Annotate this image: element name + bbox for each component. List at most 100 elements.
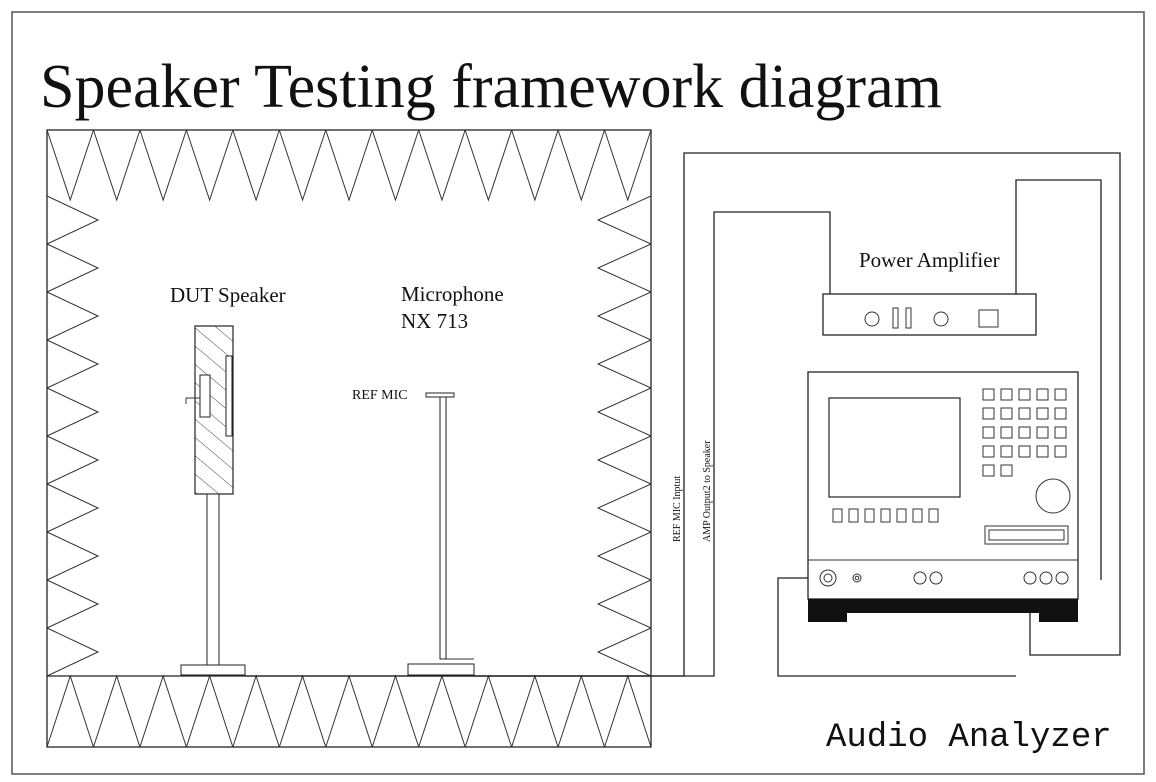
keypad-key	[1000, 426, 1013, 439]
softkey	[832, 508, 843, 523]
absorber-wedge	[557, 674, 606, 748]
absorber-wedge	[596, 243, 652, 293]
dut-speaker-stand-base	[180, 664, 246, 676]
absorber-wedge	[596, 435, 652, 485]
absorber-wedge	[92, 674, 141, 748]
audio-analyzer-label: Audio Analyzer	[826, 719, 1112, 757]
absorber-wedge	[46, 291, 100, 341]
absorber-wedge	[325, 129, 373, 202]
amp-knob-icon	[864, 311, 880, 327]
absorber-wedge	[596, 627, 652, 677]
absorber-wedge	[46, 579, 100, 629]
keypad-key	[1036, 445, 1049, 458]
dut-speaker-driver-frame	[225, 355, 233, 437]
absorber-wedge	[92, 129, 141, 202]
analyzer-foot-right	[1039, 613, 1078, 622]
amp-knob-icon-2	[933, 311, 949, 327]
analyzer-input-jack-icon	[819, 569, 837, 587]
amp-switch-icon-2	[905, 307, 912, 329]
keypad-key	[1000, 464, 1013, 477]
ref-mic-label: REF MIC	[352, 388, 408, 403]
absorber-wedge	[46, 627, 100, 677]
absorber-wedge	[232, 129, 280, 202]
softkey	[912, 508, 923, 523]
absorber-wedge	[232, 674, 280, 748]
keypad-key	[1000, 388, 1013, 401]
absorber-wedge	[46, 195, 100, 245]
absorber-wedge	[604, 129, 652, 202]
absorber-wedge	[596, 531, 652, 581]
analyzer-dial-icon	[1035, 478, 1071, 514]
softkey	[896, 508, 907, 523]
page-border	[11, 11, 1145, 775]
analyzer-disk-slot	[984, 525, 1069, 545]
absorber-wedge	[464, 129, 513, 202]
absorber-wedge	[139, 129, 187, 202]
dut-speaker-assembly: DUT Speaker	[170, 283, 286, 676]
absorber-wedge	[185, 129, 234, 202]
analyzer-foot-left	[808, 613, 847, 622]
analyzer-base	[808, 599, 1078, 613]
analyzer-small-jack-icon	[852, 573, 862, 583]
analyzer-softkeys	[832, 508, 939, 523]
anechoic-chamber	[46, 129, 652, 748]
absorber-wedge	[46, 531, 100, 581]
amp-output-cable	[245, 211, 831, 677]
absorber-wedge	[46, 674, 94, 748]
power-amplifier: Power Amplifier	[822, 248, 1037, 336]
diagram-title: Speaker Testing framework diagram	[40, 53, 942, 121]
keypad-key	[1018, 388, 1031, 401]
absorber-wedge	[418, 674, 466, 748]
analyzer-keypad	[982, 388, 1067, 477]
absorber-wedge	[139, 674, 187, 748]
keypad-key	[1036, 426, 1049, 439]
absorber-wedges-bottom	[46, 674, 652, 748]
dut-speaker-driver	[199, 374, 211, 418]
keypad-key	[1054, 388, 1067, 401]
keypad-key	[1036, 407, 1049, 420]
absorber-wedge	[46, 339, 100, 389]
keypad-key	[1000, 407, 1013, 420]
absorber-wedge	[596, 195, 652, 245]
absorber-wedge	[46, 483, 100, 533]
keypad-key	[982, 388, 995, 401]
analyzer-aux-jack-icon-2	[1039, 571, 1053, 585]
softkey	[864, 508, 875, 523]
absorber-wedge	[46, 435, 100, 485]
keypad-key	[1018, 426, 1031, 439]
softkey	[848, 508, 859, 523]
keypad-key	[982, 407, 995, 420]
keypad-key	[1000, 445, 1013, 458]
analyzer-aux-jack-icon-3	[1055, 571, 1069, 585]
absorber-wedge	[46, 387, 100, 437]
absorber-wedge	[278, 129, 327, 202]
keypad-key	[1054, 426, 1067, 439]
keypad-key	[1036, 388, 1049, 401]
power-amplifier-label: Power Amplifier	[859, 248, 1000, 272]
analyzer-input-cable	[777, 577, 1016, 677]
absorber-wedge	[604, 674, 652, 748]
power-amplifier-body	[822, 293, 1037, 336]
keypad-key	[1018, 407, 1031, 420]
keypad-key	[982, 445, 995, 458]
keypad-key	[1018, 445, 1031, 458]
softkey	[928, 508, 939, 523]
microphone-model-label: NX 713	[401, 309, 468, 333]
softkey	[880, 508, 891, 523]
absorber-wedge	[185, 674, 234, 748]
absorber-wedges-left	[46, 195, 100, 677]
absorber-wedge	[278, 674, 327, 748]
absorber-wedges-right	[596, 195, 652, 677]
amp-switch-icon	[892, 307, 899, 329]
absorber-wedge	[46, 243, 100, 293]
absorber-wedge	[46, 129, 94, 202]
amp-display-icon	[978, 309, 999, 328]
microphone-assembly: Microphone NX 713 REF MIC	[352, 282, 504, 676]
absorber-wedge	[325, 674, 373, 748]
dut-speaker-stand-pole	[206, 493, 220, 667]
ref-mic-input-label: REF MIC Inptut	[672, 476, 683, 542]
cabling: REF MIC Inptut AMP Output2 to Speaker	[245, 152, 1121, 677]
absorber-wedge	[464, 674, 513, 748]
amp-output-label: AMP Output2 to Speaker	[702, 440, 713, 542]
